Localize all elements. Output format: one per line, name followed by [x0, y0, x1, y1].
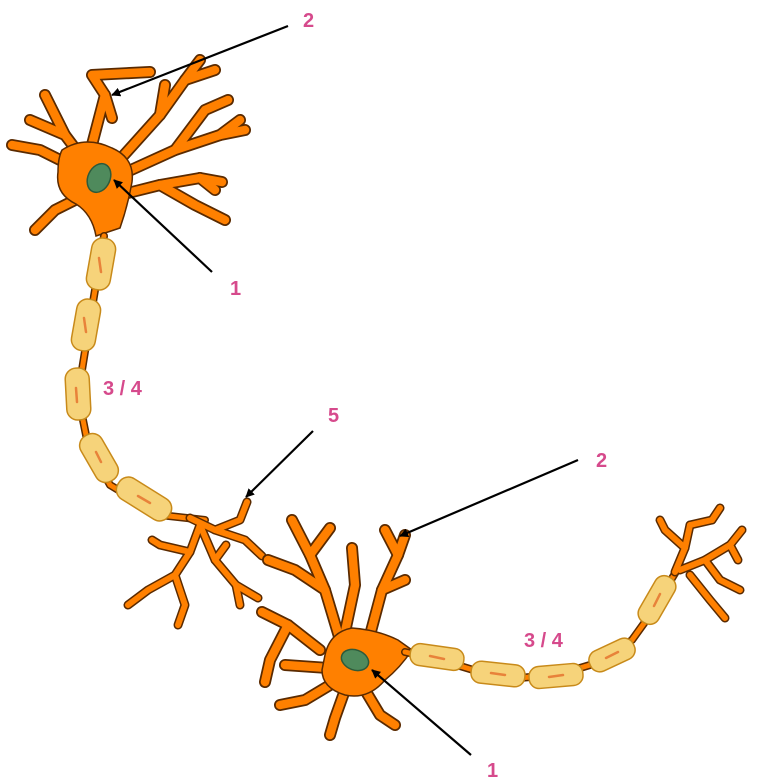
lower-neuron	[262, 520, 412, 735]
lower-axon-terminal	[660, 508, 742, 618]
arrow-2-right	[400, 460, 578, 536]
label-3-4-right: 3 / 4	[524, 630, 564, 652]
label-2-right: 2	[596, 450, 607, 472]
lower-dendrites	[262, 520, 405, 735]
label-3-4-left: 3 / 4	[103, 378, 143, 400]
arrow-2-top	[112, 26, 288, 95]
arrow-5	[246, 431, 313, 497]
label-1-bottom: 1	[487, 760, 498, 780]
arrow-1-top	[114, 180, 212, 272]
upper-neuron	[12, 60, 245, 236]
myelin-segment	[65, 367, 92, 420]
label-1-top: 1	[230, 278, 241, 300]
label-5: 5	[328, 405, 339, 427]
axon-terminal	[128, 502, 262, 625]
upper-dendrites	[12, 60, 245, 230]
label-2-top: 2	[303, 10, 314, 32]
